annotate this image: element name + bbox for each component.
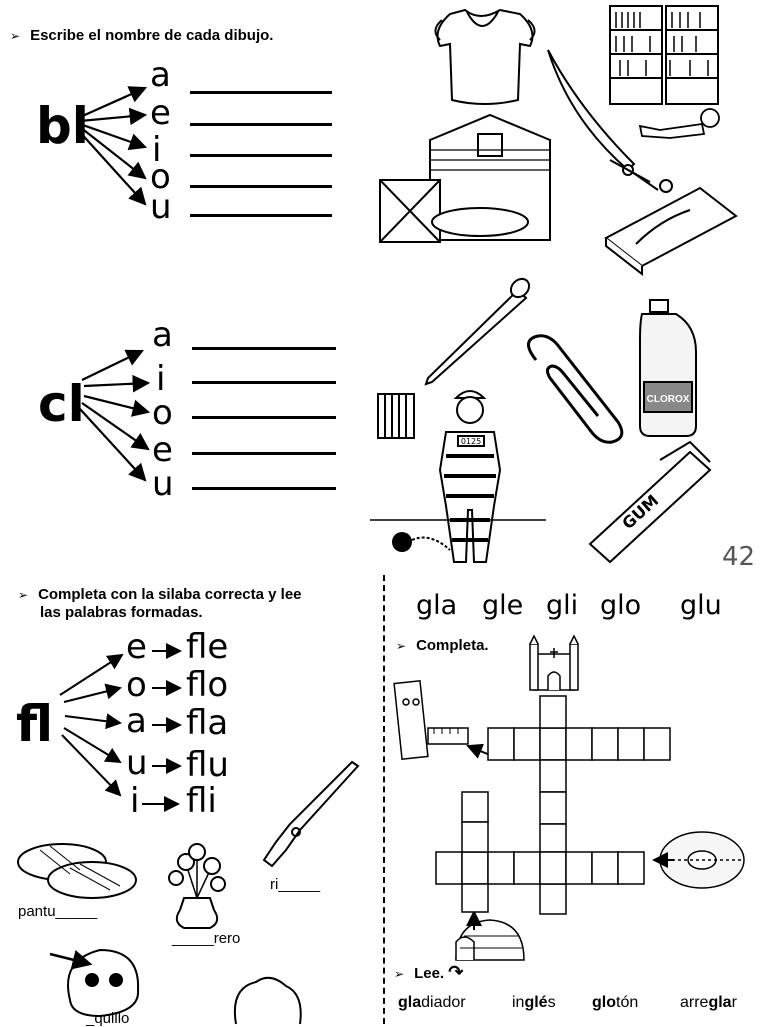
- ruler-icon: [393, 680, 469, 760]
- instruction-bl: ➢Escribe el nombre de cada dibujo.: [10, 27, 274, 44]
- syllable-fla: fla: [186, 703, 229, 743]
- word-girl[interactable]: _quillo: [86, 1010, 130, 1027]
- syllable-gla: gla: [416, 590, 458, 621]
- instruction-lee: ➢Lee. ↷: [394, 962, 464, 982]
- syllable-flu: flu: [186, 745, 229, 785]
- answer-line-bl-3[interactable]: [190, 154, 332, 157]
- syllable-fli: fli: [186, 781, 217, 821]
- ball-chain-icon: [392, 532, 412, 552]
- read-word-1: gladiador: [398, 994, 466, 1011]
- wood-plank-icon: [604, 186, 738, 277]
- sword-icon: [547, 49, 673, 193]
- jail-bars-icon: [377, 393, 415, 439]
- rifle-icon: [262, 760, 360, 868]
- instruction-completa: ➢Completa.: [396, 637, 489, 654]
- vowel-cl-4: e: [152, 430, 173, 470]
- blend-fl: fl: [16, 695, 54, 753]
- answer-line-cl-2[interactable]: [192, 381, 336, 384]
- syllable-glo: glo: [600, 590, 642, 621]
- arrow-bullet-icon: ➢: [10, 29, 21, 43]
- bottle-label: CLOROX: [647, 394, 690, 405]
- nail-icon: [424, 277, 531, 386]
- igloo-icon: [455, 919, 525, 961]
- syllable-gli: gli: [546, 590, 579, 621]
- vowel-bl-4: o: [150, 157, 171, 197]
- arrow-bullet-icon: ➢: [396, 639, 407, 653]
- syllable-gle: gle: [482, 590, 524, 621]
- bl-pictures: [379, 5, 738, 277]
- answer-line-bl-2[interactable]: [190, 123, 332, 126]
- read-word-4: arreglar: [680, 994, 737, 1011]
- word-rifle[interactable]: ri_____: [270, 876, 321, 893]
- blend-bl: bl: [36, 97, 89, 155]
- blend-cl: cl: [38, 375, 85, 433]
- prisoner-number: 0125: [461, 437, 481, 446]
- gum-icon: GUM: [588, 440, 712, 564]
- vowel-fl-4: u: [126, 743, 148, 783]
- flower-vase-icon: [168, 843, 226, 929]
- answer-line-bl-4[interactable]: [190, 185, 332, 188]
- answer-line-cl-5[interactable]: [192, 487, 336, 490]
- vowel-fl-3: a: [126, 701, 147, 741]
- syllable-fle: fle: [186, 627, 229, 667]
- vowel-bl-2: e: [150, 93, 171, 133]
- read-word-3: glotón: [592, 994, 639, 1011]
- vowel-cl-2: i: [156, 359, 166, 399]
- fl-pictures: [17, 760, 360, 1025]
- vowel-bl-1: a: [150, 55, 171, 95]
- vowel-bl-5: u: [150, 187, 172, 227]
- syllable-flo: flo: [186, 665, 229, 705]
- vowel-fl-1: e: [126, 627, 147, 667]
- roundabout-icon: [659, 831, 745, 889]
- crossword[interactable]: [384, 630, 768, 961]
- vowel-fl-2: o: [126, 665, 147, 705]
- blouse-icon: [434, 8, 536, 105]
- instruction-fl: ➢Completa con la silaba correcta y lee l…: [18, 586, 302, 621]
- vowel-bl-3: i: [152, 130, 162, 170]
- paper-clip-icon: [527, 334, 624, 444]
- cl-pictures: CLOROX 0125 GUM: [370, 277, 712, 564]
- vowel-cl-1: a: [152, 315, 173, 355]
- arrow-bullet-icon: ➢: [394, 967, 405, 981]
- divider-dashed: [383, 575, 385, 1024]
- prisoner-icon: 0125: [438, 390, 502, 563]
- vowel-fl-5: i: [130, 781, 140, 821]
- answer-line-cl-4[interactable]: [192, 452, 336, 455]
- word-vase[interactable]: _____rero: [172, 930, 241, 947]
- vowel-cl-5: u: [152, 464, 174, 504]
- church-icon: [529, 634, 579, 691]
- cauliflower-icon: [234, 976, 302, 1025]
- answer-line-cl-1[interactable]: [192, 347, 336, 350]
- syllable-glu: glu: [680, 590, 722, 621]
- curved-arrow-icon: ↷: [448, 962, 464, 982]
- bleach-bottle-icon: CLOROX: [639, 299, 697, 437]
- read-word-2: inglés: [512, 994, 556, 1011]
- vowel-cl-3: o: [152, 393, 173, 433]
- answer-line-cl-3[interactable]: [192, 416, 336, 419]
- bookshelf-icon: [609, 5, 719, 105]
- barn-icon: [379, 113, 551, 243]
- answer-line-bl-5[interactable]: [190, 214, 332, 217]
- word-slippers[interactable]: pantu_____: [18, 903, 98, 920]
- arrow-bullet-icon: ➢: [18, 588, 29, 602]
- answer-line-bl-1[interactable]: [190, 91, 332, 94]
- flying-girl-icon: [638, 108, 720, 139]
- slippers-icon: [17, 843, 137, 899]
- page-number: 42: [722, 542, 756, 572]
